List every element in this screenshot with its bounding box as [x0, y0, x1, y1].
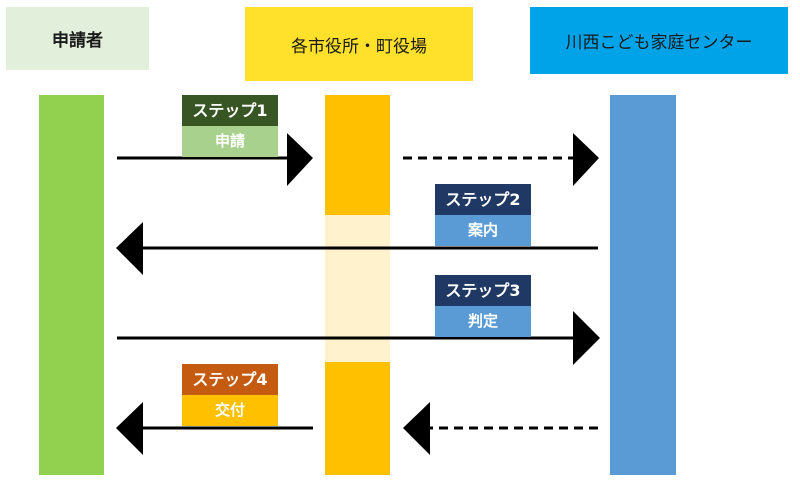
header-city-office: 各市役所・町役場	[245, 7, 473, 81]
header-center: 川西こども家庭センター	[530, 7, 788, 74]
step3-arrowhead-icon	[573, 311, 600, 365]
lane-applicant	[39, 95, 104, 475]
lane-city-office-active-top	[325, 95, 390, 215]
lane-center	[610, 95, 676, 475]
step-2-title: ステップ2	[435, 184, 531, 215]
step-3-label: 判定	[435, 306, 531, 337]
header-applicant: 申請者	[6, 7, 149, 70]
step-1-title: ステップ1	[182, 95, 278, 126]
step-1-badge: ステップ1 申請	[182, 95, 278, 157]
step-3-title: ステップ3	[435, 275, 531, 306]
step1-forward-arrowhead-icon	[573, 133, 599, 186]
step1-arrowhead-icon	[287, 133, 313, 186]
step4-arrowhead-icon	[116, 402, 143, 455]
step-2-label: 案内	[435, 215, 531, 246]
step4-dashed-arrowhead-icon	[403, 402, 430, 455]
step-4-title: ステップ4	[182, 364, 278, 395]
step-3-badge: ステップ3 判定	[435, 275, 531, 337]
step-2-badge: ステップ2 案内	[435, 184, 531, 246]
step2-arrowhead-icon	[116, 222, 143, 275]
step-4-label: 交付	[182, 395, 278, 426]
lane-city-office-active-bottom	[325, 362, 390, 475]
step-1-label: 申請	[182, 126, 278, 157]
step-4-badge: ステップ4 交付	[182, 364, 278, 426]
